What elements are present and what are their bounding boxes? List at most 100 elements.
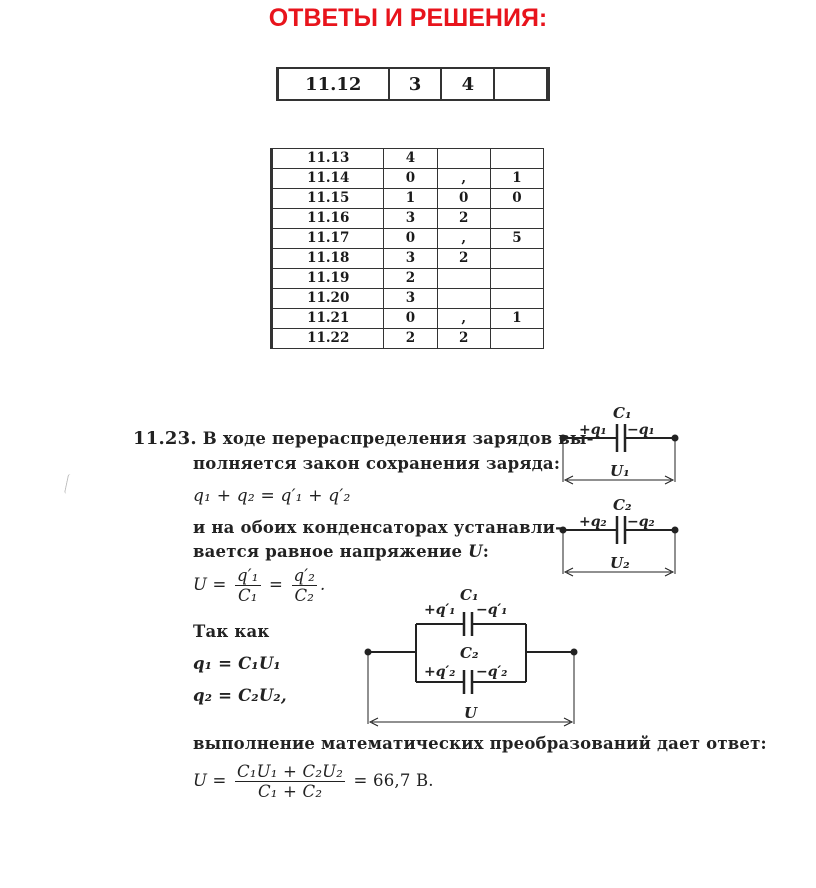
charge-label: +q₂ [579,514,607,530]
table-cell: , [436,308,491,329]
solution-line-4: вается равное напряжение U: [193,542,489,561]
equation-q1: q₁ = C₁U₁ [193,654,281,673]
table-cell: 5 [489,228,545,249]
numerator: C₁U₁ + C₂U₂ [235,762,346,782]
table-cell: 2 [436,248,491,269]
table-cell: 11.15 [270,188,385,209]
capacitor-label: C₁ [613,404,632,422]
table-cell: 2 [383,328,438,349]
answer-value: = 66,7 В. [353,771,434,790]
terminal-dot [364,648,372,656]
equation-text: U = [193,771,227,790]
terminal-dot [671,526,679,534]
table-cell [489,148,545,169]
table-cell [493,67,549,101]
solution-line-1: 11.23. В ходе перераспределения зарядов … [133,428,594,449]
table-cell: 11.21 [270,308,385,329]
charge-label: −q₂ [627,514,655,530]
table-cell [489,288,545,309]
table-cell: 0 [383,228,438,249]
scan-mark [63,473,74,495]
capacitor-label: C₁ [460,586,479,604]
table-cell: 11.17 [270,228,385,249]
charge-label: +q′₂ [424,664,455,680]
table-cell: 0 [383,168,438,189]
equation-q2: q₂ = C₂U₂, [193,686,287,705]
answers-table-top: 11.12 3 4 [276,67,550,101]
table-cell [489,208,545,229]
charge-label: −q₁ [627,422,655,438]
page-title: ОТВЕТЫ И РЕШЕНИЯ: [268,4,548,32]
table-cell [436,148,491,169]
solution-text: : [482,542,490,561]
table-cell: 0 [436,188,491,209]
table-cell: 11.19 [270,268,385,289]
table-cell: 11.12 [276,67,390,101]
table-cell: 2 [383,268,438,289]
table-cell: 11.22 [270,328,385,349]
terminal-dot [671,434,679,442]
table-cell: 1 [489,168,545,189]
terminal-dot [559,434,567,442]
table-cell [489,248,545,269]
table-cell: 3 [383,248,438,269]
voltage-label: U₁ [610,462,630,480]
table-cell: 2 [436,208,491,229]
table-cell: 1 [383,188,438,209]
circuit-diagram-2: C₂ +q₂ −q₂ U₂ [559,496,679,577]
equation-text: = [269,575,284,594]
table-cell: 11.13 [270,148,385,169]
circuit-diagram-parallel: C₁ +q′₁ −q′₁ C₂ +q′₂ −q′₂ U [364,586,578,727]
charge-label: −q′₂ [476,664,507,680]
terminal-dot [559,526,567,534]
equation-charge-conservation: q₁ + q₂ = q′₁ + q′₂ [193,486,351,506]
solution-line-2: полняется закон сохранения заряда: [193,454,561,473]
table-cell: 0 [383,308,438,329]
denominator: C₂ [294,586,315,605]
table-cell [436,268,491,289]
equation-text: . [320,575,326,594]
charge-label: +q′₁ [424,602,455,618]
table-cell: 3 [387,67,443,101]
voltage-label: U₂ [610,554,630,572]
table-cell: 4 [383,148,438,169]
table-cell [489,328,545,349]
solution-text: В ходе перераспределения зарядов вы- [202,429,594,448]
table-cell: , [436,228,491,249]
charge-label: +q₁ [579,422,607,438]
solution-line-3: и на обоих конденсаторах устанавли- [193,518,563,537]
charge-label: −q′₁ [476,602,507,618]
table-cell: 2 [436,328,491,349]
table-cell: 0 [489,188,545,209]
table-cell: 3 [383,208,438,229]
table-row: 11.12 3 4 [276,67,549,101]
solution-text: вается равное напряжение [193,542,469,561]
table-cell: 11.16 [270,208,385,229]
table-cell: 11.20 [270,288,385,309]
table-cell [489,268,545,289]
capacitor-label: C₂ [613,496,632,514]
table-cell: 3 [383,288,438,309]
voltage-symbol: U [468,542,483,561]
solution-line-5: Так как [193,622,270,641]
problem-number: 11.23. [133,428,197,449]
voltage-label: U [464,704,478,722]
table-cell: , [436,168,491,189]
table-cell: 11.14 [270,168,385,189]
equation-text: U = [193,575,227,594]
denominator: C₁ + C₂ [257,782,323,801]
